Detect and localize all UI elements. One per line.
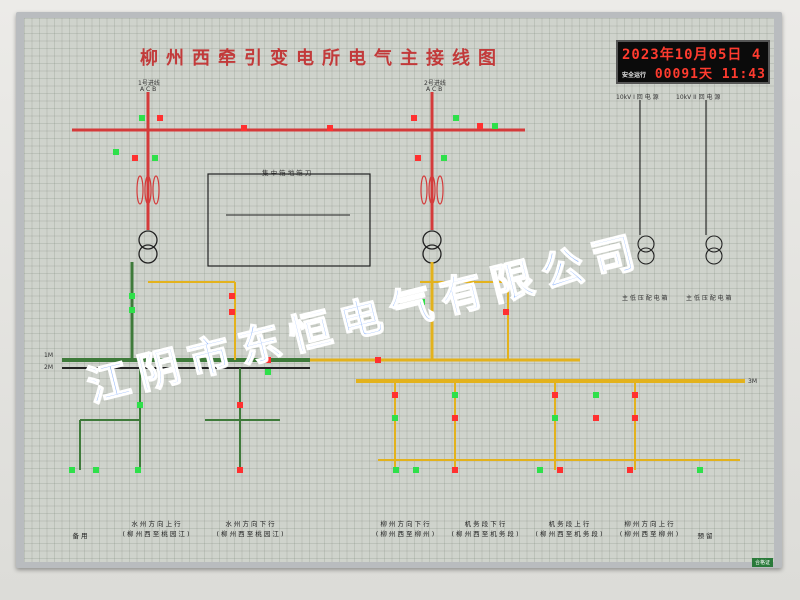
red-status-lamp (327, 125, 333, 131)
green-status-lamp (593, 392, 599, 398)
feeder-label-2-line2: ( 柳 州 西 至 桃 园 江 ) (216, 530, 284, 538)
green-status-lamp (393, 467, 399, 473)
green-status-lamp (69, 467, 75, 473)
arrester-bank-1 (136, 175, 160, 205)
green-status-lamp (552, 415, 558, 421)
red-status-lamp (632, 415, 638, 421)
feeder-label-6: 柳 州 方 向 上 行 ( 柳 州 西 至 柳 州 ) (594, 518, 704, 538)
clock-runtime: 安全运行 00091天 11:43 (622, 63, 766, 82)
center-isolator-box (207, 173, 371, 267)
incoming-line-1-phases: A C B (140, 86, 157, 93)
green-status-lamp (492, 123, 498, 129)
clock-date: 2023年10月05日 4 (622, 47, 762, 63)
green-status-lamp (135, 467, 141, 473)
red-status-lamp (237, 402, 243, 408)
busbar-2-label: 2M (44, 364, 53, 371)
feeder-label-4-line1: 机 务 段 下 行 (464, 520, 506, 528)
feeder-label-1-line2: ( 柳 州 西 至 桃 园 江 ) (122, 530, 190, 538)
feeder-label-4: 机 务 段 下 行 ( 柳 州 西 至 机 务 段 ) (430, 518, 540, 538)
red-status-lamp (415, 155, 421, 161)
red-status-lamp (503, 309, 509, 315)
feeder-label-5: 机 务 段 上 行 ( 柳 州 西 至 机 务 段 ) (514, 518, 624, 538)
certificate-tag: 合格证 (752, 558, 774, 567)
transformer-2-symbol (422, 230, 442, 264)
green-status-lamp (413, 467, 419, 473)
red-status-lamp (157, 115, 163, 121)
green-status-lamp (93, 467, 99, 473)
green-status-lamp (152, 155, 158, 161)
incoming-line-1-label: 1号进线 (138, 80, 160, 87)
arrester-bank-2 (420, 175, 444, 205)
lv-box-right-label: 主 低 压 配 电 箱 (686, 295, 732, 302)
red-status-lamp (229, 293, 235, 299)
board-title: 柳州西牵引变电所电气主接线图 (140, 48, 504, 69)
feeder-label-0: 备 用 (72, 532, 88, 540)
red-status-lamp (452, 415, 458, 421)
red-status-lamp (132, 155, 138, 161)
busbar-3-label: 3M (748, 378, 757, 385)
red-status-lamp (477, 123, 483, 129)
incoming-line-2-phases: A C B (426, 86, 443, 93)
feeder-label-1: 水 州 方 向 上 行 ( 柳 州 西 至 桃 园 江 ) (96, 518, 216, 538)
red-status-lamp (627, 467, 633, 473)
green-status-lamp (137, 402, 143, 408)
red-status-lamp (557, 467, 563, 473)
feeder-label-6-line1: 柳 州 方 向 上 行 (624, 520, 674, 528)
green-status-lamp (129, 293, 135, 299)
clock-runtime-value: 00091天 11:43 (654, 67, 766, 82)
green-status-lamp (129, 307, 135, 313)
feeder-label-2: 水 州 方 向 下 行 ( 柳 州 西 至 桃 园 江 ) (190, 518, 310, 538)
red-status-lamp (265, 357, 271, 363)
red-status-lamp (237, 467, 243, 473)
incoming-line-2-label: 2号进线 (424, 80, 446, 87)
clock-runtime-label: 安全运行 (622, 72, 647, 79)
feeder-label-3-line1: 柳 州 方 向 下 行 (380, 520, 430, 528)
power-source-1-label: 10kV I 回 电 源 (616, 94, 659, 101)
feeder-label-7: 预 留 (697, 532, 713, 540)
red-status-lamp (552, 392, 558, 398)
feeder-label-6-line2: ( 柳 州 西 至 柳 州 ) (619, 530, 679, 538)
transformer-1-symbol (138, 230, 158, 264)
feeder-label-5-line2: ( 柳 州 西 至 机 务 段 ) (535, 530, 603, 538)
power-source-2-label: 10kV II 回 电 源 (676, 94, 721, 101)
feeder-label-2-line1: 水 州 方 向 下 行 (225, 520, 275, 528)
green-status-lamp (452, 392, 458, 398)
indicator-lamps (69, 115, 703, 473)
green-status-lamp (419, 299, 425, 305)
red-status-lamp (632, 392, 638, 398)
red-status-lamp (452, 467, 458, 473)
feeder-label-3-line2: ( 柳 州 西 至 柳 州 ) (375, 530, 435, 538)
lv-box-left-label: 主 低 压 配 电 箱 (622, 295, 668, 302)
auxiliary-power-branch (637, 100, 723, 265)
feeder-label-3: 柳 州 方 向 下 行 ( 柳 州 西 至 柳 州 ) (350, 518, 460, 538)
red-status-lamp (593, 415, 599, 421)
feeder-label-1-line1: 水 州 方 向 上 行 (131, 520, 181, 528)
green-status-lamp (441, 155, 447, 161)
center-box-title: 集 中 箱 地 箱 刀 (262, 169, 312, 177)
green-status-lamp (697, 467, 703, 473)
red-status-lamp (392, 392, 398, 398)
feeder-label-4-line2: ( 柳 州 西 至 机 务 段 ) (451, 530, 519, 538)
busbar-1-label: 1M (44, 352, 53, 359)
green-status-lamp (537, 467, 543, 473)
red-status-lamp (411, 115, 417, 121)
left-feeder-drops (79, 368, 280, 470)
feeder-label-5-line1: 机 务 段 上 行 (548, 520, 590, 528)
green-status-lamp (392, 415, 398, 421)
right-feeder-drops (378, 381, 740, 470)
green-status-lamp (265, 369, 271, 375)
red-status-lamp (229, 309, 235, 315)
green-status-lamp (139, 115, 145, 121)
green-status-lamp (113, 149, 119, 155)
led-clock-display: 2023年10月05日 4 安全运行 00091天 11:43 (616, 40, 770, 84)
green-status-lamp (453, 115, 459, 121)
red-status-lamp (375, 357, 381, 363)
red-status-lamp (241, 125, 247, 131)
